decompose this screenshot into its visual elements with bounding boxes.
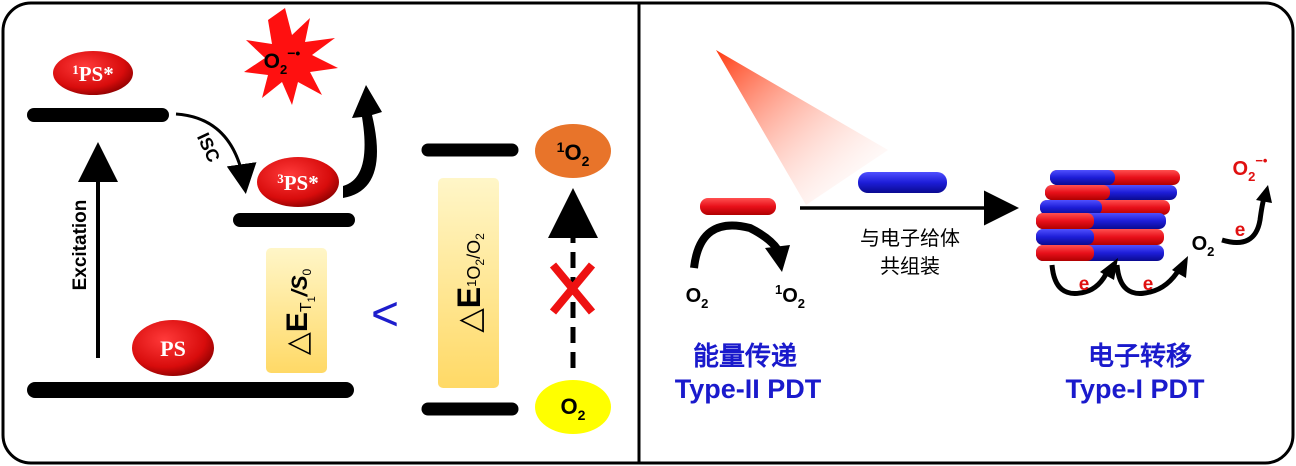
energy-transfer-arrow: [690, 221, 782, 269]
left-panel-jablonski: 1PS* Excitation ISC 3PS* O2−• PS △ET1/S0…: [27, 8, 611, 434]
coassembled-stack: [1036, 170, 1180, 261]
red-molecule-rod: [700, 198, 776, 215]
energy-transfer-arrowhead: [765, 245, 790, 272]
electron-transfer-to-o2-arrow: [1221, 197, 1267, 245]
energy-gap-ps-label: △ET1/S0: [281, 268, 318, 355]
electron-label-3: e: [1235, 220, 1246, 241]
less-than-sign: <: [371, 288, 399, 341]
superoxide-starburst: [244, 8, 338, 105]
electron-hop-arrowhead-2: [1172, 256, 1188, 278]
triplet-excited-ps-ball: [257, 157, 339, 207]
red-x-icon: [549, 262, 596, 315]
electron-transfer-to-o2-arrowhead: [1256, 185, 1272, 203]
right-panel-pdt-types: 与电子给体 共组装 O2 1O2 能量传递 Type-II PDT e e O2…: [675, 50, 1272, 404]
singlet-excited-ps-label: 1PS*: [72, 62, 114, 86]
electron-label-1: e: [1079, 274, 1090, 295]
electron-hop-arrowhead-1: [1100, 258, 1118, 280]
energy-gap-o2-label: △E1O2/O2: [451, 233, 487, 333]
electron-hop-arrow-2: [1114, 264, 1183, 296]
ground-ps-label: PS: [160, 336, 186, 361]
electron-label-2: e: [1143, 274, 1154, 295]
type1-title-cn: 电子转移: [1088, 341, 1192, 371]
light-beam: [716, 50, 888, 205]
type1-superoxide-label: O2−•: [1233, 153, 1268, 184]
coassembly-label-line2: 共组装: [880, 255, 940, 278]
electron-hop-arrow-1: [1049, 264, 1111, 296]
type1-title-en: Type-I PDT: [1065, 374, 1205, 404]
oxygen-ball: [535, 380, 611, 434]
oxygen-label: O2: [561, 394, 586, 423]
isc-arrow: [175, 112, 257, 194]
type2-title-en: Type-II PDT: [675, 374, 822, 404]
energy-gap-o2-box: [438, 178, 499, 388]
excitation-label: Excitation: [70, 200, 91, 291]
type1-o2-label: O2: [1192, 233, 1215, 259]
energy-gap-ps-box: [266, 248, 327, 373]
blue-donor-rod: [858, 172, 947, 193]
type2-title-cn: 能量传递: [693, 341, 797, 371]
superoxide-label: O2−•: [264, 45, 301, 77]
coassembly-label-line1: 与电子给体: [860, 227, 960, 250]
singlet-excited-ps-ball: [53, 51, 133, 95]
electron-transfer-thick-arrow: [343, 85, 382, 198]
singlet-oxygen-ball: [535, 124, 611, 178]
triplet-excited-ps-label: 3PS*: [277, 171, 319, 195]
singlet-oxygen-label: 1O2: [557, 139, 590, 169]
type2-o2-label: O2: [686, 285, 709, 311]
ground-ps-ball: [132, 320, 214, 376]
type2-singlet-oxygen-label: 1O2: [775, 282, 805, 311]
